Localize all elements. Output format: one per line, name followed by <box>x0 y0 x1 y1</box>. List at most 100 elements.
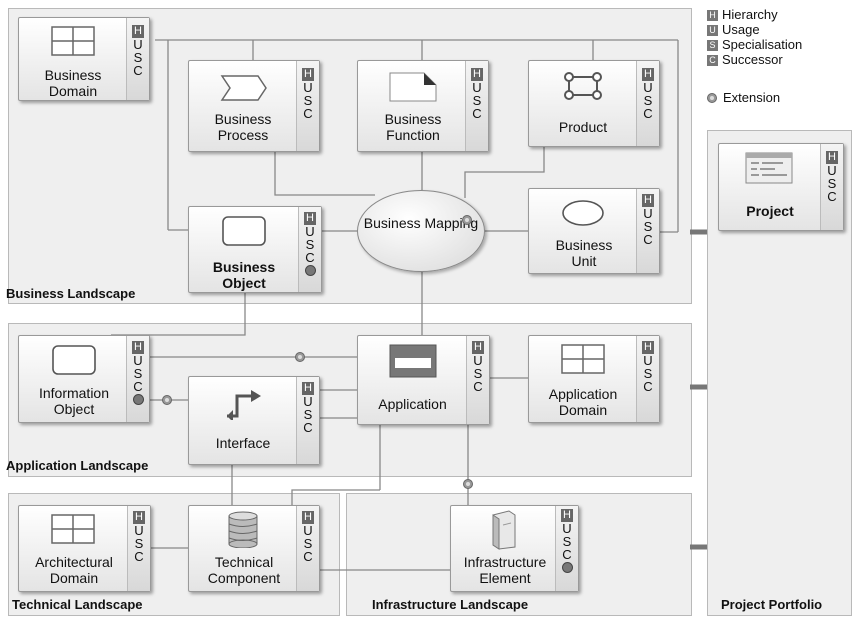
domain-icon <box>561 344 605 374</box>
application-window-icon <box>389 344 437 378</box>
legend-successor: C Successor <box>707 52 783 67</box>
specialisation-key: S <box>707 40 718 51</box>
successor-key: C <box>472 106 482 121</box>
node-label: Product <box>558 119 608 135</box>
legend-label: Successor <box>722 52 783 67</box>
domain-icon <box>51 26 95 56</box>
database-icon <box>228 511 258 548</box>
extension-icon <box>462 215 472 225</box>
hierarchy-key: H <box>472 341 484 354</box>
node-label: Project <box>746 203 794 219</box>
unit-ellipse-icon <box>562 200 604 226</box>
node-label: Business Mapping <box>363 215 479 231</box>
legend-label: Hierarchy <box>722 7 778 22</box>
usage-key: U <box>133 37 143 52</box>
specialisation-key: S <box>643 93 653 108</box>
interface-arrow-icon <box>227 390 261 420</box>
extension-icon <box>561 561 573 574</box>
successor-key: C <box>707 55 718 66</box>
object-icon <box>52 345 96 375</box>
extension-icon <box>304 264 316 277</box>
successor-key: C <box>305 250 315 265</box>
specialisation-key: S <box>133 50 143 65</box>
successor-key: C <box>303 420 313 435</box>
successor-key: C <box>643 379 653 394</box>
usage-key: U <box>643 353 653 368</box>
usage-key: U <box>643 80 653 95</box>
application-landscape-label: Application Landscape <box>6 458 149 473</box>
node-label: Business Function <box>384 111 442 143</box>
node-label: Information Object <box>38 385 110 417</box>
project-portfolio-label: Project Portfolio <box>721 597 823 612</box>
node-label: Application <box>378 396 447 412</box>
business-landscape-label: Business Landscape <box>6 286 136 301</box>
node-label: Business Domain <box>44 67 102 99</box>
node-label: Interface <box>215 435 271 451</box>
specialisation-key: S <box>133 366 143 381</box>
hierarchy-key: H <box>302 382 314 395</box>
specialisation-key: S <box>303 407 313 422</box>
extension-marker <box>463 479 473 489</box>
legend-label: Extension <box>723 90 781 105</box>
usage-key: U <box>303 523 313 538</box>
successor-key: C <box>643 232 653 247</box>
hierarchy-key: H <box>133 511 145 524</box>
extension-icon <box>132 393 144 406</box>
usage-key: U <box>134 523 144 538</box>
successor-key: C <box>134 549 144 564</box>
hierarchy-key: H <box>304 212 316 225</box>
legend-extension: Extension <box>707 90 780 105</box>
business-mapping-node[interactable]: Business Mapping <box>357 190 485 272</box>
successor-key: C <box>133 63 143 78</box>
usage-key: U <box>303 80 313 95</box>
hierarchy-key: H <box>642 68 654 81</box>
usage-key: U <box>133 353 143 368</box>
server-icon <box>492 510 516 550</box>
usage-key: U <box>303 394 313 409</box>
extension-icon <box>707 93 717 103</box>
hierarchy-key: H <box>471 68 483 81</box>
usage-key: U <box>305 224 315 239</box>
node-label: Business Object <box>212 259 276 291</box>
infrastructure-landscape-label: Infrastructure Landscape <box>372 597 529 612</box>
specialisation-key: S <box>643 366 653 381</box>
product-icon <box>564 72 602 100</box>
usage-key: U <box>827 163 837 178</box>
extension-marker <box>295 352 305 362</box>
hierarchy-key: H <box>132 25 144 38</box>
usage-key: U <box>643 206 653 221</box>
specialisation-key: S <box>643 219 653 234</box>
usage-key: U <box>473 353 483 368</box>
legend-label: Usage <box>722 22 760 37</box>
node-label: Application Domain <box>548 386 618 418</box>
specialisation-key: S <box>473 366 483 381</box>
technical-landscape-label: Technical Landscape <box>12 597 143 612</box>
project-icon <box>745 152 793 184</box>
